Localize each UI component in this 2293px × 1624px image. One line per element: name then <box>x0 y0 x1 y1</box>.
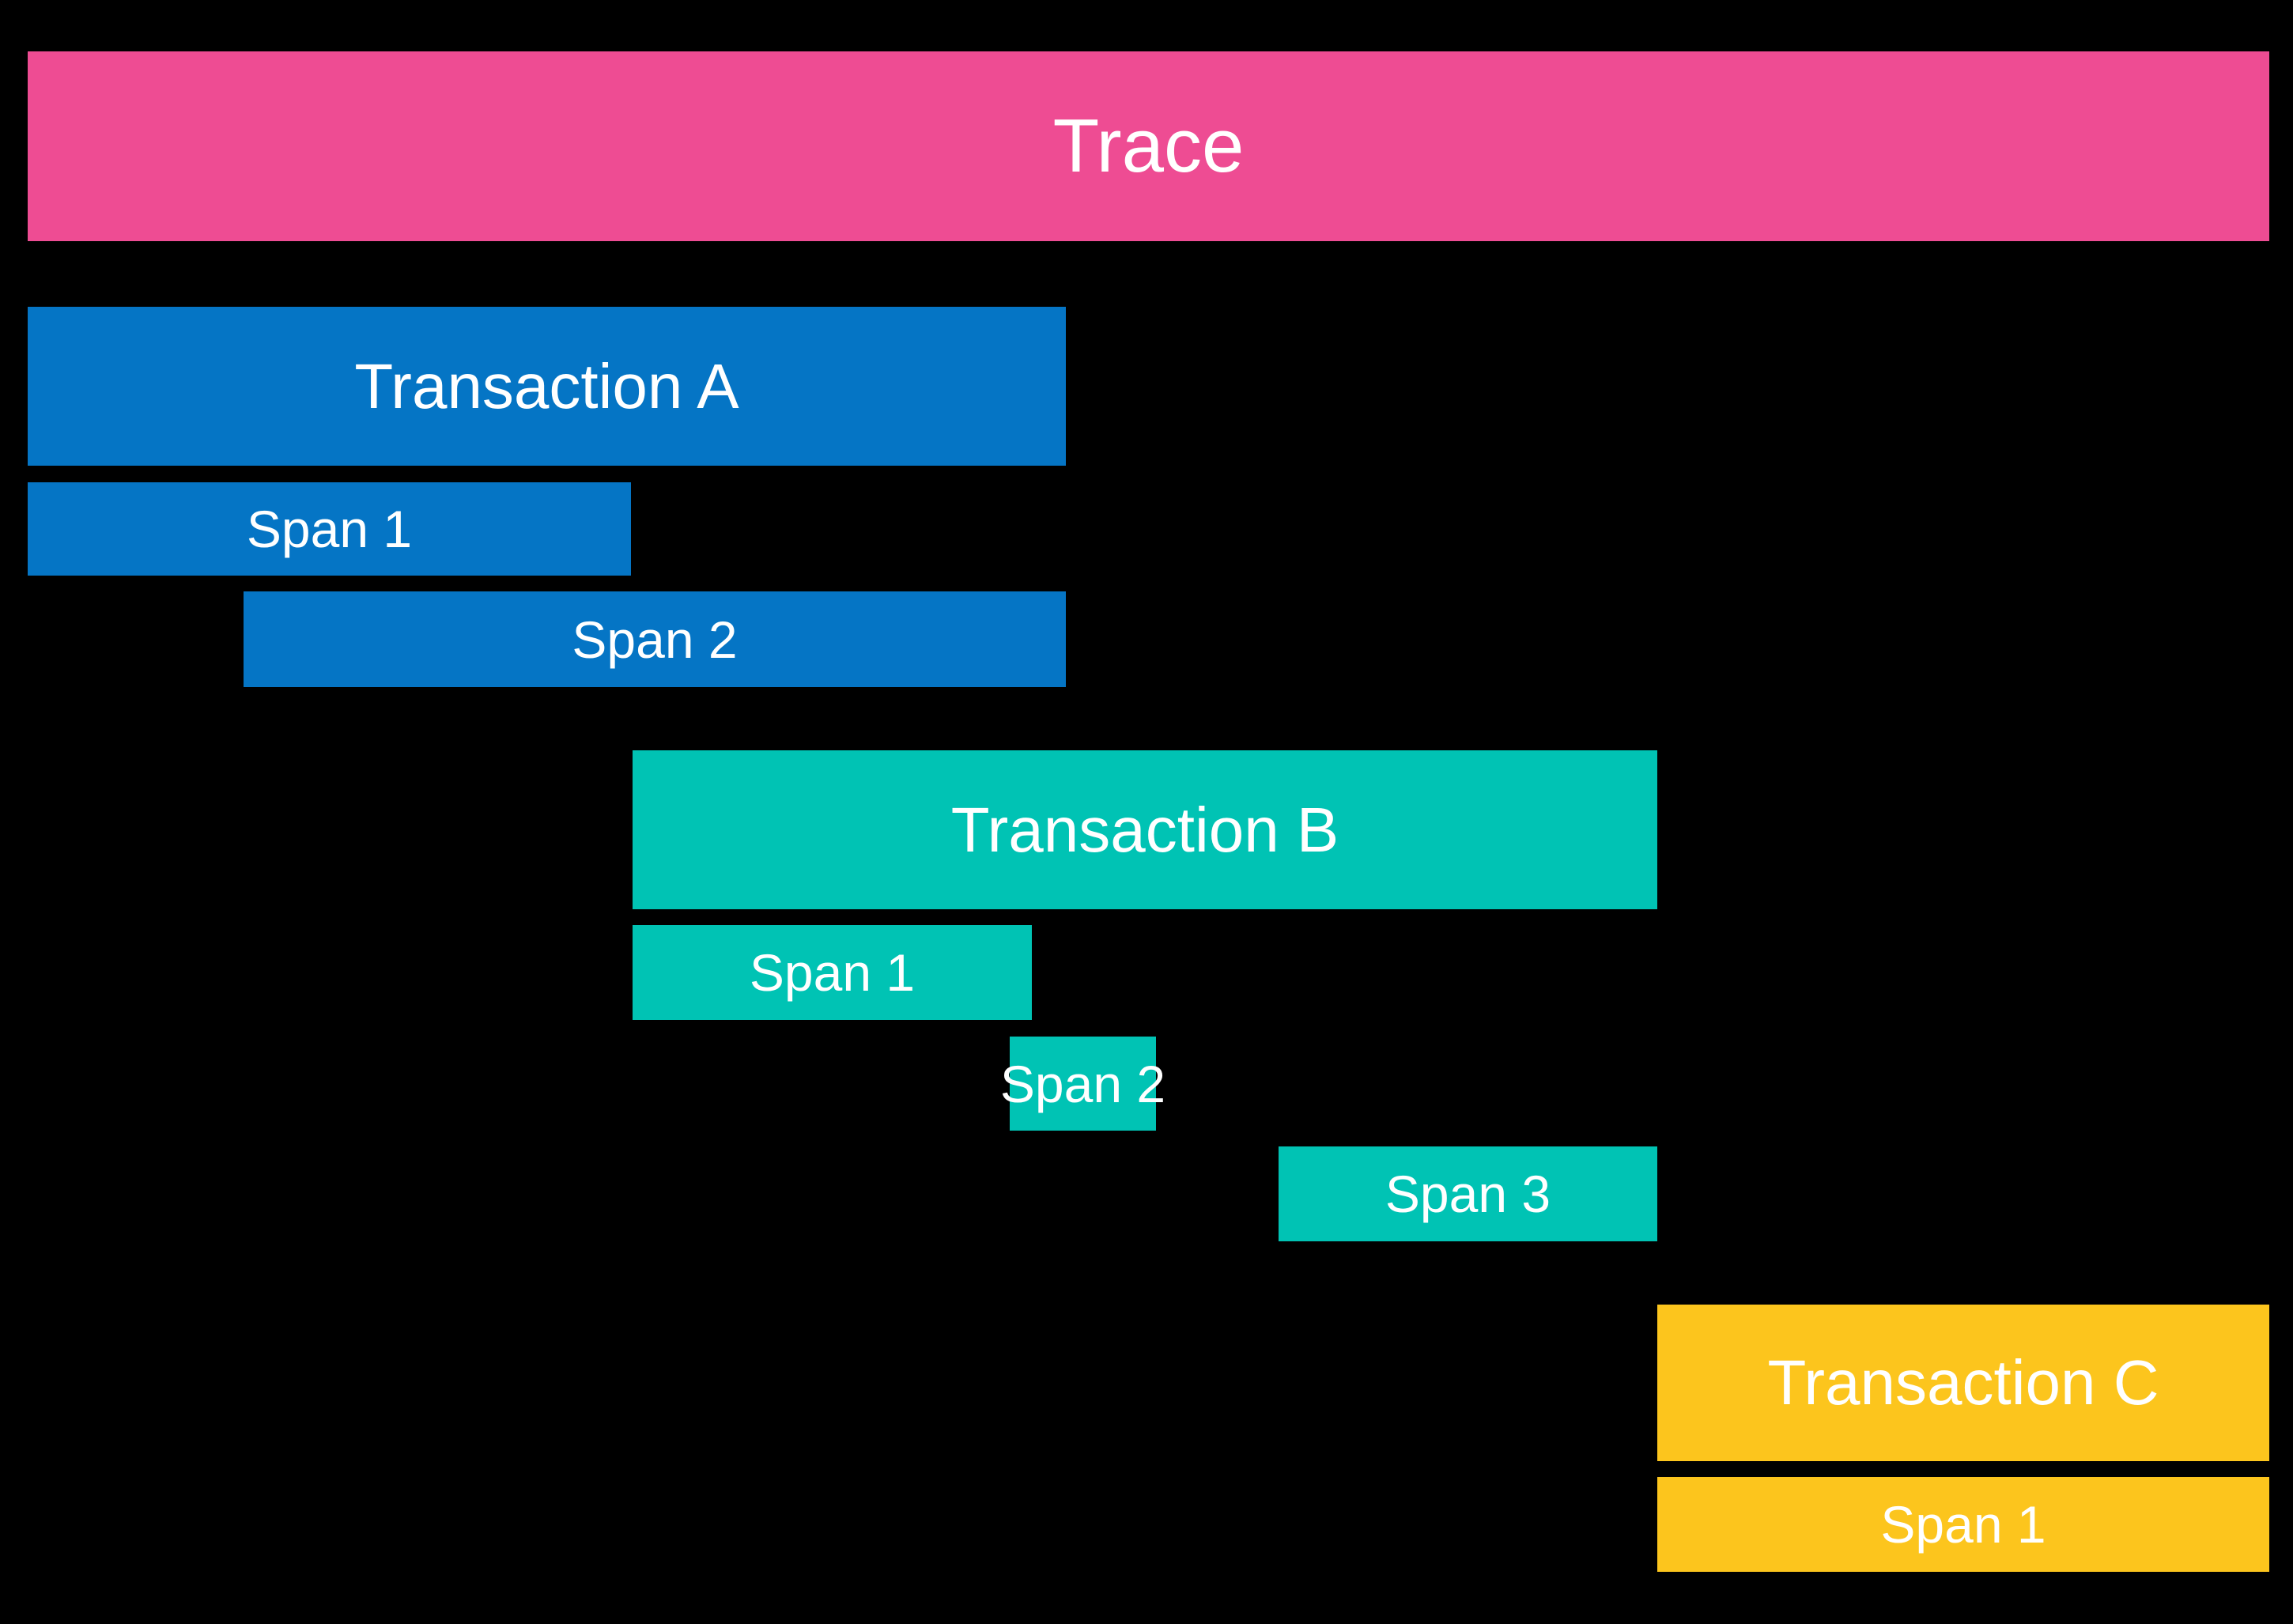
transaction-b-bar[interactable]: Transaction B <box>633 750 1657 909</box>
transaction-c-bar[interactable]: Transaction C <box>1657 1305 2269 1461</box>
transaction-b-span-1-label: Span 1 <box>749 943 916 1002</box>
transaction-b-span-2-label: Span 2 <box>999 1054 1166 1113</box>
transaction-a-span-1-bar[interactable]: Span 1 <box>28 482 631 576</box>
transaction-a-label: Transaction A <box>354 350 739 421</box>
transaction-c-span-1-bar[interactable]: Span 1 <box>1657 1477 2269 1572</box>
trace-bar[interactable]: Trace <box>28 51 2269 241</box>
transaction-c-label: Transaction C <box>1767 1347 2159 1418</box>
transaction-a-span-2-bar[interactable]: Span 2 <box>244 591 1066 687</box>
transaction-a-bar[interactable]: Transaction A <box>28 307 1066 466</box>
transaction-a-span-2-label: Span 2 <box>572 610 738 669</box>
trace-bar-label: Trace <box>1052 104 1245 188</box>
transaction-a-span-1-label: Span 1 <box>246 500 413 558</box>
transaction-c-span-1-label: Span 1 <box>1880 1495 2046 1554</box>
transaction-b-span-3-label: Span 3 <box>1384 1165 1551 1223</box>
transaction-b-span-1-bar[interactable]: Span 1 <box>633 925 1032 1020</box>
transaction-b-span-2-bar[interactable]: Span 2 <box>1000 1037 1165 1131</box>
transaction-b-label: Transaction B <box>950 794 1339 865</box>
transaction-b-span-3-bar[interactable]: Span 3 <box>1279 1146 1657 1241</box>
